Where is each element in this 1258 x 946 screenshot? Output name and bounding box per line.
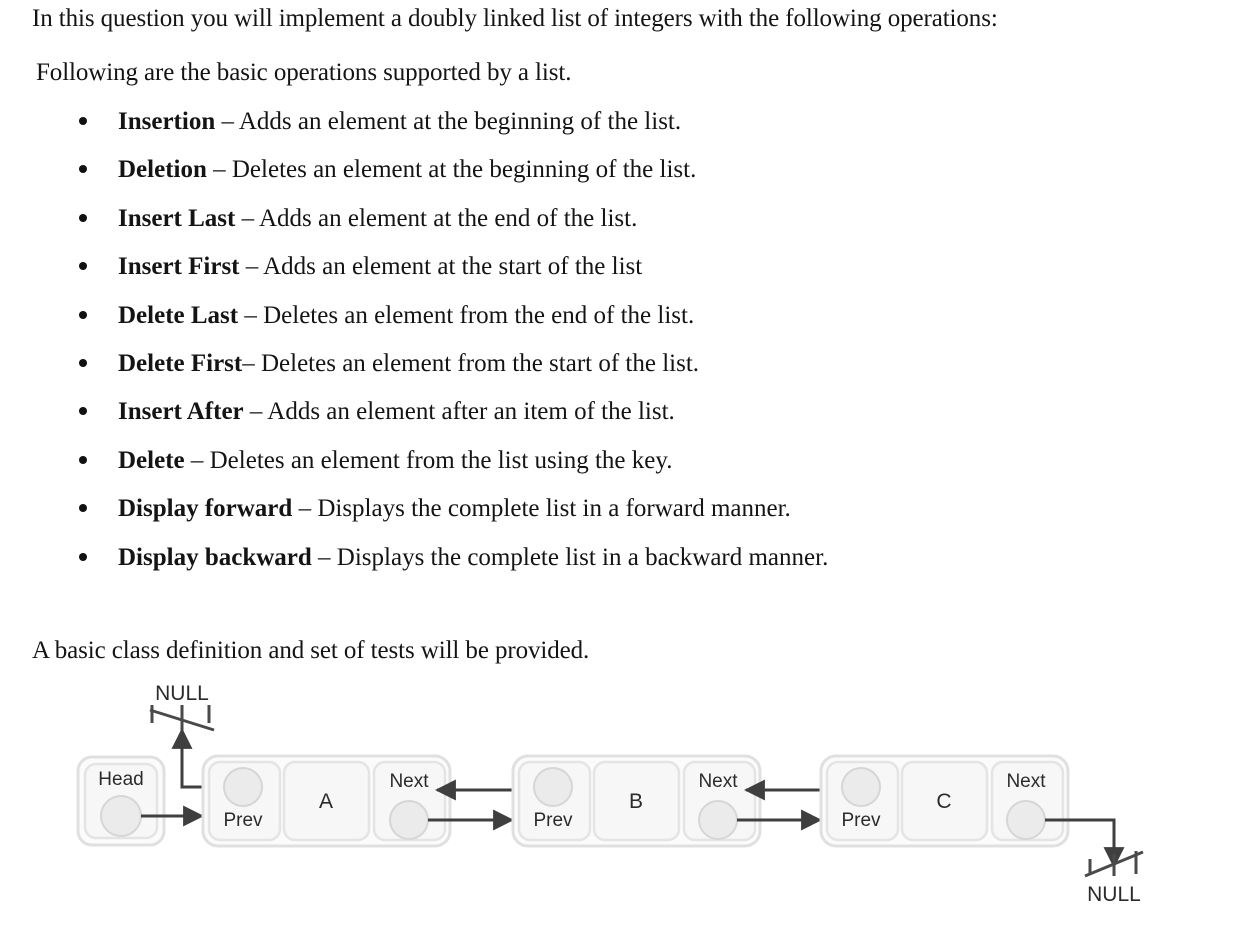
node-c-prev-pointer-circle — [841, 767, 881, 807]
doubly-linked-list-diagram: Head NULL Prev A — [0, 668, 1258, 946]
node-c-value: C — [936, 790, 951, 813]
operation-description: – Deletes an element at the beginning of… — [206, 156, 697, 184]
operation-term: Deletion — [118, 156, 207, 184]
arrow-node-c-next-to-null — [1045, 818, 1125, 869]
node-b-next-label: Next — [698, 771, 738, 792]
list-item: Display backward – Displays the complete… — [0, 540, 1258, 588]
node-a-value-cell — [282, 760, 371, 842]
operation-term: Insertion — [118, 108, 216, 135]
list-node-a: Prev A Next — [201, 754, 452, 848]
null-top-slash — [149, 708, 215, 732]
null-bottom-slash — [1084, 850, 1144, 878]
node-c-next-label: Next — [1006, 771, 1046, 792]
head-box: Head — [76, 755, 166, 847]
node-a-prev-label: Prev — [223, 810, 263, 831]
operation-description: – Displays the complete list in a forwar… — [292, 495, 791, 523]
bullet-icon — [79, 213, 87, 222]
operation-term: Display backward — [118, 543, 312, 571]
intro-paragraph-2: Following are the basic operations suppo… — [36, 59, 572, 86]
operation-description: – Deletes an element from the start of t… — [242, 349, 700, 377]
node-c-prev-label: Prev — [841, 810, 881, 831]
bullet-icon — [79, 310, 87, 319]
list-item: Insert Last – Adds an element at the end… — [0, 201, 1258, 249]
list-item: Display forward – Displays the complete … — [0, 491, 1258, 539]
null-bottom-symbol: NULL — [1084, 850, 1144, 906]
node-b-value-cell — [592, 760, 681, 842]
bullet-icon — [79, 165, 87, 174]
node-b-next-pointer-circle — [698, 800, 738, 840]
node-a-next-pointer-circle — [389, 800, 429, 840]
list-item: Insert After – Adds an element after an … — [0, 394, 1258, 442]
operation-term: Insert After — [118, 398, 244, 426]
list-item: Insertion – Adds an element at the begin… — [0, 104, 1258, 152]
operations-list: Insertion – Adds an element at the begin… — [0, 104, 1258, 588]
operation-description: – Adds an element at the beginning of th… — [215, 108, 682, 135]
list-item: Delete – Deletes an element from the lis… — [0, 443, 1258, 491]
operation-term: Delete Last — [118, 301, 239, 329]
operation-description: – Adds an element at the end of the list… — [235, 204, 638, 232]
bullet-icon — [79, 117, 87, 125]
head-label: Head — [98, 769, 143, 790]
operation-term: Insert First — [118, 253, 240, 281]
list-item: Delete First– Deletes an element from th… — [0, 346, 1258, 394]
node-a-value: A — [319, 790, 333, 813]
node-b-prev-label: Prev — [533, 810, 573, 831]
operation-description: – Adds an element at the start of the li… — [239, 253, 643, 281]
closing-paragraph: A basic class definition and set of test… — [32, 637, 590, 664]
list-node-b: Prev B Next — [511, 754, 762, 848]
bullet-icon — [79, 407, 87, 416]
operation-description: – Displays the complete list in a backwa… — [311, 543, 829, 571]
node-a-prev-pointer-circle — [223, 767, 263, 807]
list-item: Delete Last – Deletes an element from th… — [0, 298, 1258, 346]
bullet-icon — [79, 552, 87, 561]
null-top-symbol: NULL — [149, 682, 215, 732]
intro-paragraph-1: In this question you will implement a do… — [32, 5, 998, 32]
node-b-value: B — [629, 790, 643, 813]
node-c-next-pointer-circle — [1006, 800, 1046, 840]
operation-term: Display forward — [118, 495, 293, 523]
node-a-next-label: Next — [389, 771, 429, 792]
operation-term: Insert Last — [118, 204, 236, 232]
list-node-c: Prev C Next — [819, 754, 1070, 848]
operation-description: – Deletes an element from the end of the… — [238, 301, 695, 329]
node-c-value-cell — [900, 760, 989, 842]
operation-description: – Deletes an element from the list using… — [184, 446, 673, 474]
bullet-icon — [79, 358, 87, 367]
bullet-icon — [79, 262, 87, 271]
null-top-label: NULL — [155, 682, 209, 705]
operation-term: Delete First — [118, 349, 243, 377]
head-pointer-circle — [100, 795, 142, 837]
operation-description: – Adds an element after an item of the l… — [243, 398, 675, 426]
null-bottom-label: NULL — [1087, 883, 1141, 906]
operation-term: Delete — [118, 446, 185, 474]
node-b-prev-pointer-circle — [533, 767, 573, 807]
list-item: Insert First – Adds an element at the st… — [0, 249, 1258, 297]
list-item: Deletion – Deletes an element at the beg… — [0, 152, 1258, 200]
bullet-icon — [79, 504, 87, 513]
bullet-icon — [79, 455, 87, 464]
